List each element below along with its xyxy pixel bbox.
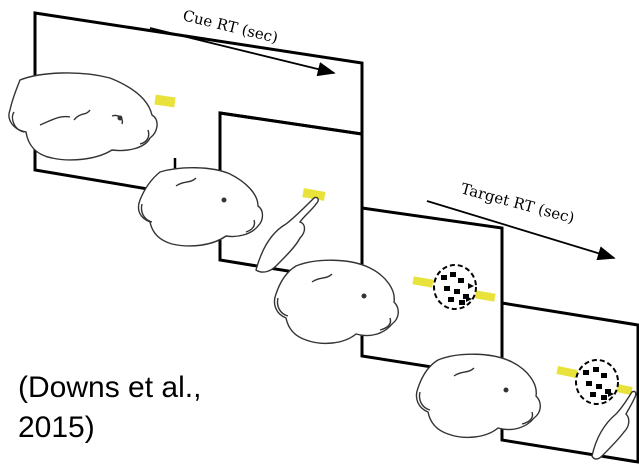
monkey-head-icon <box>273 259 399 345</box>
citation-line-1: (Downs et al., <box>18 371 202 404</box>
arrow-icon <box>149 27 336 77</box>
arrow-icon <box>426 200 616 261</box>
monkey-head-icon <box>137 167 264 247</box>
motion-arrows <box>441 272 474 305</box>
citation-line-2: 2015) <box>18 411 95 444</box>
cue-square <box>154 94 176 108</box>
monkey-head-icon <box>415 353 541 439</box>
random-dot-motion-icon <box>575 359 619 405</box>
monkeys <box>8 72 637 460</box>
hand-icon <box>255 196 319 273</box>
monkey-head-icon <box>8 72 158 161</box>
target-rt-label: Target RT (sec) <box>459 179 576 227</box>
citation: (Downs et al., 2015) <box>18 368 201 448</box>
cue-square <box>302 188 326 201</box>
hand-icon <box>591 390 637 460</box>
